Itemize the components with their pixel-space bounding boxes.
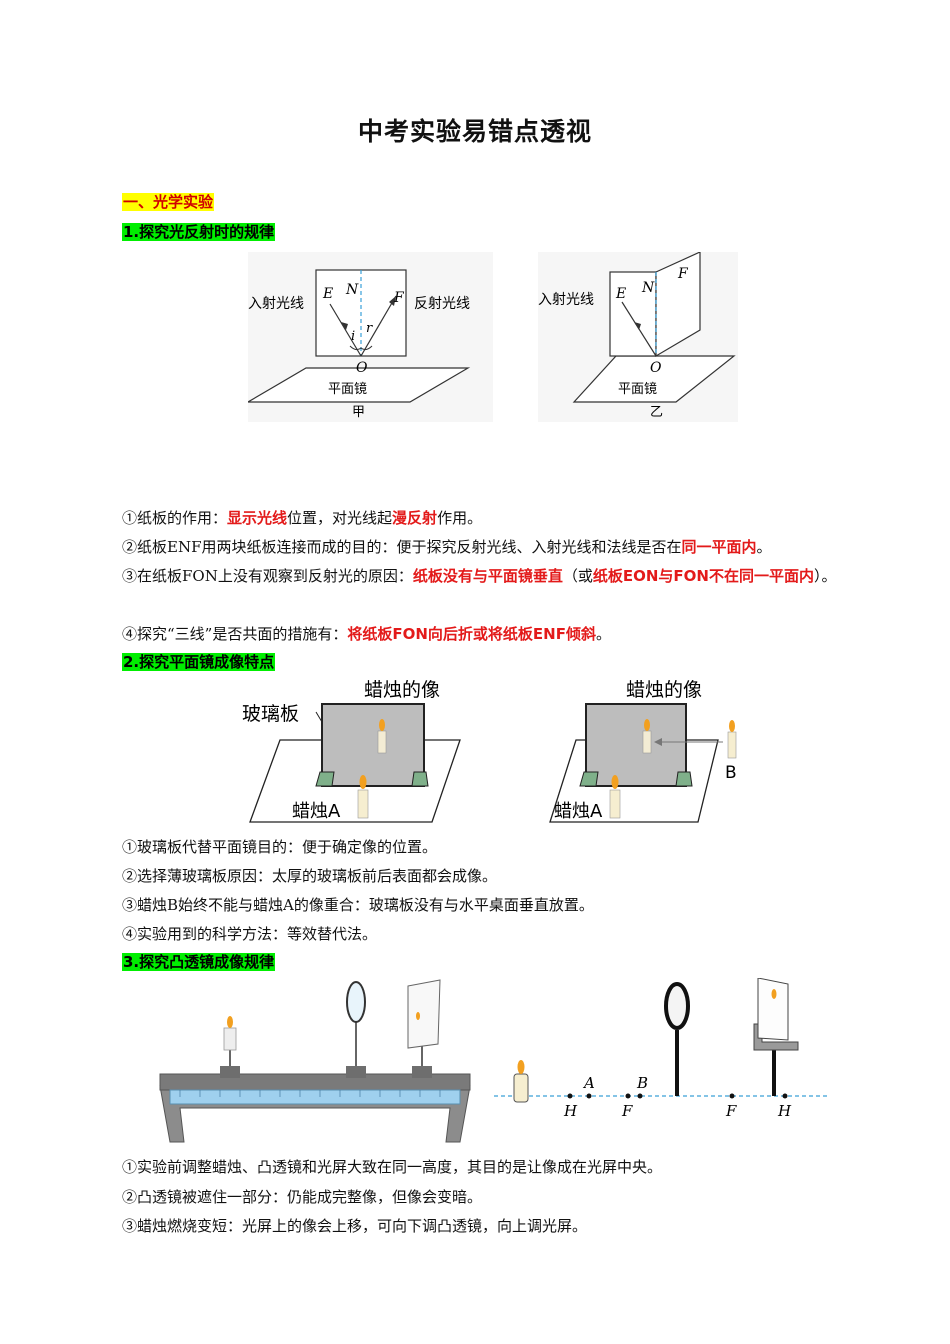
svg-text:E: E [615, 286, 626, 302]
figure-plane-mirror-right: 蜡烛的像 B 蜡烛A [549, 679, 737, 823]
exp2-point1: ①玻璃板代替平面镜目的：便于确定像的位置。 [122, 838, 438, 856]
exp2-point4: ④实验用到的科学方法：等效替代法。 [122, 925, 378, 943]
svg-text:A: A [582, 1074, 595, 1092]
svg-text:F: F [677, 266, 689, 282]
svg-text:入射光线: 入射光线 [538, 292, 594, 308]
svg-text:H: H [563, 1102, 578, 1120]
page-title: 中考实验易错点透视 [357, 117, 592, 146]
exp3-point1: ①实验前调整蜡烛、凸透镜和光屏大致在同一高度，其目的是让像成在光屏中央。 [122, 1158, 663, 1176]
svg-text:i: i [351, 329, 355, 344]
exp2-point2: ②选择薄玻璃板原因：太厚的玻璃板前后表面都会成像。 [122, 867, 498, 885]
svg-text:反射光线: 反射光线 [414, 296, 470, 312]
figure-reflection-jia: 入射光线 反射光线 E N F i r O 平面镜 甲 [248, 252, 493, 422]
svg-text:N: N [641, 280, 655, 296]
exp2-heading: 2.探究平面镜成像特点 [122, 653, 276, 671]
svg-text:甲: 甲 [352, 405, 365, 420]
svg-text:B: B [636, 1074, 648, 1092]
exp1-point2: ②纸板ENF用两块纸板连接而成的目的：便于探究反射光线、入射光线和法线是否在同一… [122, 538, 772, 556]
svg-text:乙: 乙 [650, 405, 663, 420]
svg-text:N: N [345, 282, 359, 298]
figure-plane-mirror-left: 玻璃板 蜡烛的像 蜡烛A [242, 679, 461, 823]
exp1-point1: ①纸板的作用：显示光线位置，对光线起漫反射作用。 [122, 509, 483, 527]
figure-lens-axis: H A F B F H [494, 978, 830, 1120]
svg-text:蜡烛A: 蜡烛A [292, 801, 341, 822]
exp2-point3: ③蜡烛B始终不能与蜡烛A的像重合：玻璃板没有与水平桌面垂直放置。 [122, 896, 594, 914]
figure-reflection-yi: 入射光线 E N F O 平面镜 乙 [538, 252, 738, 422]
figure-optical-bench [159, 979, 471, 1143]
svg-text:玻璃板: 玻璃板 [242, 703, 299, 725]
svg-text:蜡烛的像: 蜡烛的像 [364, 679, 440, 701]
svg-text:F: F [621, 1102, 633, 1120]
svg-text:E: E [322, 286, 333, 302]
svg-text:蜡烛A: 蜡烛A [554, 801, 603, 822]
section-heading-optics: 一、光学实验 [122, 193, 215, 211]
exp1-heading: 1.探究光反射时的规律 [122, 223, 276, 241]
svg-text:平面镜: 平面镜 [328, 382, 367, 397]
svg-text:r: r [366, 321, 373, 336]
svg-text:蜡烛的像: 蜡烛的像 [626, 679, 702, 701]
svg-text:H: H [777, 1102, 792, 1120]
svg-text:F: F [393, 290, 405, 306]
exp1-point4: ④探究“三线”是否共面的措施有：将纸板FON向后折或将纸板ENF倾斜。 [122, 625, 611, 643]
svg-text:平面镜: 平面镜 [618, 382, 657, 397]
svg-text:O: O [650, 360, 662, 376]
exp3-point3: ③蜡烛燃烧变短：光屏上的像会上移，可向下调凸透镜，向上调光屏。 [122, 1217, 588, 1235]
exp3-point2: ②凸透镜被遮住一部分：仍能成完整像，但像会变暗。 [122, 1188, 483, 1206]
svg-text:入射光线: 入射光线 [248, 296, 304, 312]
svg-text:O: O [356, 360, 368, 376]
exp1-point3: ③在纸板FON上没有观察到反射光的原因：纸板没有与平面镜垂直（或纸板EON与FO… [122, 567, 837, 585]
svg-text:F: F [725, 1102, 737, 1120]
svg-text:B: B [725, 763, 737, 783]
exp3-heading: 3.探究凸透镜成像规律 [122, 953, 276, 971]
